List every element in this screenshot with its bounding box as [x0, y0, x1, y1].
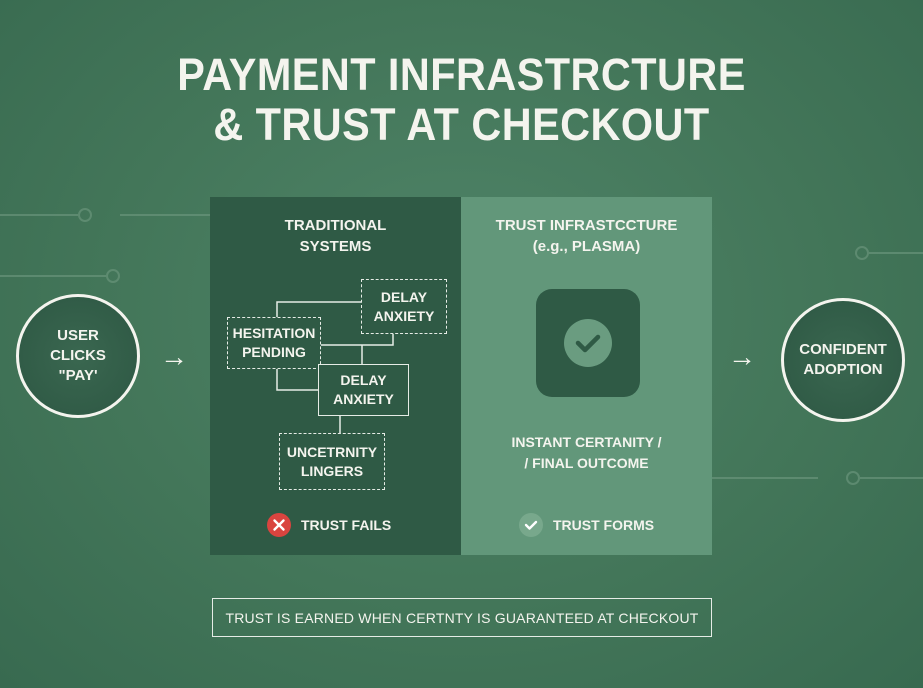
traditional-title-line-1: TRADITIONAL: [284, 217, 387, 234]
certainty-check-tile: [536, 289, 640, 397]
arrow-right-icon: →: [160, 341, 188, 372]
trust-infrastructure-panel: TRUST INFRASTCCTURE (e.g., PLASMA) INSTA…: [461, 197, 712, 555]
start-node-user-clicks-pay: USER CLICKS "PAY': [16, 294, 140, 418]
flow-box-delay-anxiety-1: DELAY ANXIETY: [361, 279, 447, 334]
x-circle-icon: [267, 513, 291, 537]
box-label: ANXIETY: [333, 391, 394, 407]
box-label: DELAY: [380, 288, 428, 305]
trust-infra-title-line-1: TRUST INFRASTCCTURE: [495, 217, 678, 234]
trust-infra-title-line-2: (e.g., PLASMA): [532, 238, 641, 255]
box-label: PENDING: [242, 344, 306, 360]
title-line-2: & TRUST AT CHECKOUT: [213, 99, 710, 150]
end-node-confident-adoption: CONFIDENT ADOPTION: [781, 298, 905, 422]
flow-box-uncertainty-lingers: UNCETRNITY LINGERS: [279, 433, 385, 490]
traditional-panel-title: TRADITIONAL SYSTEMS: [210, 215, 461, 257]
footer-tagline-box: TRUST IS EARNED WHEN CERTNTY IS GUARANTE…: [212, 598, 712, 637]
traditional-title-line-2: SYSTEMS: [299, 238, 372, 255]
box-label: DELAY: [340, 372, 387, 388]
trust-forms-status: TRUST FORMS: [519, 513, 654, 537]
trust-infra-panel-title: TRUST INFRASTCCTURE (e.g., PLASMA): [461, 215, 712, 257]
trust-forms-label: TRUST FORMS: [553, 517, 655, 533]
check-circle-icon: [519, 513, 543, 537]
box-label: HESITATION: [232, 325, 316, 341]
start-node-label: USER CLICKS "PAY': [50, 327, 106, 384]
end-node-label: CONFIDENT ADOPTION: [799, 341, 887, 378]
box-label: ANXIETY: [373, 307, 435, 324]
flow-connectors: [276, 301, 394, 433]
trust-fails-label: TRUST FAILS: [301, 517, 392, 533]
title-line-1: PAYMENT INFRASTRCTURE: [177, 49, 746, 100]
flow-box-delay-anxiety-2: DELAY ANXIETY: [318, 364, 409, 416]
traditional-systems-panel: TRADITIONAL SYSTEMS DELAY ANXIETY HESITAT…: [210, 197, 461, 555]
flow-box-hesitation-pending: HESITATION PENDING: [227, 317, 321, 369]
caption-line-1: INSTANT CERTANITY /: [511, 434, 662, 450]
box-label: LINGERS: [300, 462, 364, 479]
certainty-caption: INSTANT CERTANITY / / FINAL OUTCOME: [461, 432, 712, 474]
check-circle-icon: [564, 319, 612, 367]
page-title: PAYMENT INFRASTRCTURE & TRUST AT CHECKOU…: [0, 50, 923, 150]
arrow-right-icon: →: [728, 341, 756, 372]
trust-fails-status: TRUST FAILS: [267, 513, 391, 537]
box-label: UNCETRNITY: [286, 443, 378, 460]
caption-line-2: / FINAL OUTCOME: [524, 455, 649, 471]
footer-tagline: TRUST IS EARNED WHEN CERTNTY IS GUARANTE…: [225, 609, 699, 626]
